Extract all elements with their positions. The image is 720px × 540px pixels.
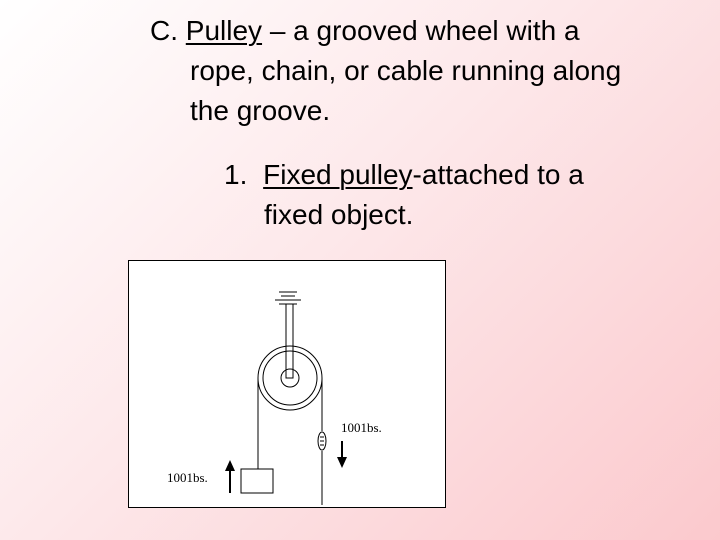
point-c-line-2: rope, chain, or cable running along <box>190 55 622 86</box>
pulley-support-rod <box>285 303 294 379</box>
left-weight-label: 1001bs. <box>167 470 208 485</box>
point-c-marker: C. <box>150 15 178 46</box>
point-c-definition-start: – a grooved wheel with a <box>262 15 580 46</box>
sub-point-1-marker: 1. <box>224 159 248 190</box>
sub-point-1-line-2: fixed object. <box>264 199 414 230</box>
load-box <box>240 468 274 494</box>
spring-scale-icon <box>317 431 327 451</box>
down-arrow-icon <box>337 441 347 468</box>
point-c-line-1: C. Pulley – a grooved wheel with a <box>150 14 580 48</box>
up-arrow-icon <box>225 460 235 493</box>
pulley-term: Pulley <box>185 15 263 46</box>
fixed-pulley-diagram: 1001bs. 1001bs. <box>128 260 446 508</box>
fixed-pulley-term: Fixed pulley <box>263 159 413 190</box>
fixed-pulley-drawing: 1001bs. 1001bs. <box>167 291 382 505</box>
right-weight-label: 1001bs. <box>341 420 382 435</box>
ceiling-mount-icon <box>275 291 301 305</box>
fixed-pulley-definition-start: -attached to a <box>412 159 584 190</box>
sub-point-1-line-1: 1. Fixed pulley-attached to a <box>224 158 584 192</box>
point-c-line-3: the groove. <box>190 95 331 126</box>
rope <box>257 378 323 505</box>
